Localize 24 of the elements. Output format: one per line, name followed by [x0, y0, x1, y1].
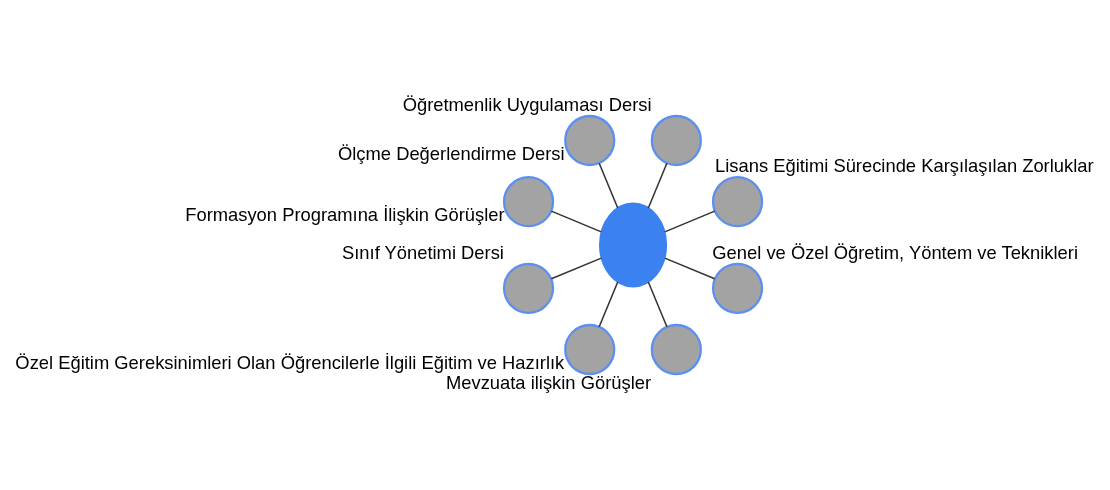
connector [598, 162, 619, 209]
connector [550, 257, 603, 280]
node-label: Lisans Eğitimi Sürecinde Karşılaşılan Zorluklar [715, 155, 1094, 177]
node-label: Özel Eğitim Gereksinimleri Olan Öğrencilerle İlgili Eğitim ve Hazırlık [15, 351, 565, 373]
node-circle [711, 262, 764, 314]
connector [647, 281, 668, 328]
node-label: Sınıf Yönetimi Dersi [342, 241, 504, 263]
connector [550, 210, 603, 233]
connector [598, 281, 619, 328]
connector [664, 257, 716, 280]
node-label: Ölçme Değerlendirme Dersi [338, 142, 565, 164]
connector [647, 162, 668, 209]
node-ellipse [599, 202, 668, 288]
node-circle [650, 114, 702, 167]
connector [664, 210, 716, 233]
node-circle [711, 176, 764, 228]
node-label: Mevzuata ilişkin Görüşler [446, 371, 652, 393]
node-label: Formasyon Programına İlişkin Görüşler [185, 203, 505, 225]
node-label: Genel ve Özel Öğretim, Yöntem ve Teknikleri [712, 241, 1078, 263]
node-circle [650, 323, 702, 376]
node-label: Öğretmenlik Uygulaması Dersi [402, 93, 652, 115]
node-circle [502, 262, 555, 314]
node-circle [564, 323, 616, 376]
node-circle [564, 114, 616, 167]
